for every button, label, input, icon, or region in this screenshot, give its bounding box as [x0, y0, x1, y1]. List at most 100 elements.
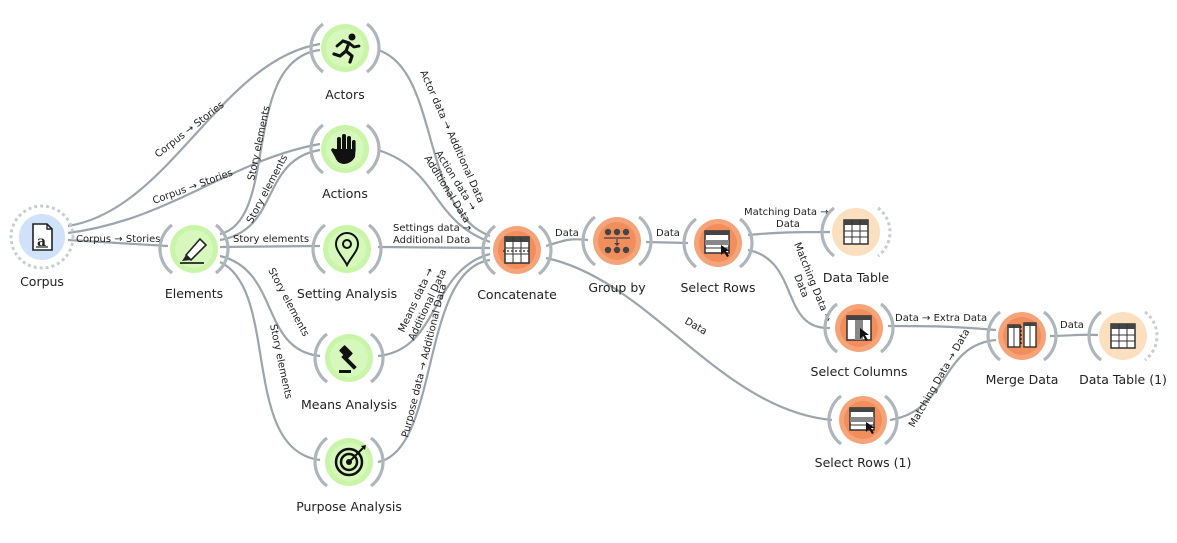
node-ring-left [309, 22, 325, 74]
link-label-merge-datatable1: Data [1060, 320, 1084, 331]
node-ring-left [820, 206, 836, 258]
node-label: Elements [165, 286, 223, 301]
node-inner [330, 339, 368, 377]
node-datatable1[interactable]: Data Table (1) [1079, 310, 1167, 387]
node-datatable[interactable]: Data Table [820, 206, 892, 285]
link-groupby-selectrows[interactable] [645, 240, 689, 245]
link-elements-purpose[interactable] [219, 261, 321, 462]
gavel-icon [339, 345, 357, 373]
link-actors-concat[interactable] [377, 48, 491, 238]
node-ring-left [313, 332, 329, 384]
node-ring-left [581, 215, 597, 267]
node-setting[interactable]: Setting Analysis [297, 223, 397, 301]
link-corpus-actions[interactable] [67, 142, 321, 235]
node-ring-right [1144, 310, 1159, 362]
link-concat-selectrows1[interactable] [545, 256, 833, 422]
link-elements-setting[interactable] [219, 244, 321, 249]
node-groupby[interactable]: Group by [581, 215, 653, 295]
link-elements-actions[interactable] [219, 148, 321, 242]
link-label-setting-concat-2: Additional Data [393, 235, 470, 246]
link-label-concat-groupby: Data [555, 228, 579, 239]
link-label-elements-setting: Story elements [233, 234, 309, 245]
link-elements-actors[interactable] [219, 48, 321, 236]
link-actions-concat[interactable] [377, 148, 491, 244]
node-label: Actions [322, 186, 368, 201]
node-ring-left [158, 223, 174, 275]
node-label: Select Rows (1) [815, 455, 912, 470]
link-selectrows-selectcolumns[interactable] [747, 248, 831, 330]
node-label: Corpus [20, 274, 64, 289]
link-label-setting-concat-1: Settings data → [393, 223, 471, 234]
link-purpose-concat[interactable] [377, 258, 491, 464]
node-label: Data Table [823, 270, 889, 285]
node-mergedata[interactable]: Merge Data [986, 310, 1059, 387]
link-setting-concat[interactable] [377, 245, 491, 250]
node-purpose[interactable]: Purpose Analysis [296, 436, 402, 514]
node-concatenate[interactable]: Concatenate [477, 224, 557, 302]
node-ring-right [214, 223, 230, 275]
node-selectrows[interactable]: Select Rows [680, 217, 756, 295]
table-icon [1110, 323, 1136, 349]
node-actions[interactable]: Actions [309, 123, 381, 201]
node-label: Purpose Analysis [296, 499, 402, 514]
link-elements-means[interactable] [219, 254, 321, 358]
node-label: Actors [325, 87, 364, 102]
node-ring-right [367, 223, 383, 275]
running-person-icon [332, 33, 361, 64]
link-selectcolumns-merge[interactable] [887, 324, 997, 332]
node-ring-left [827, 394, 843, 446]
node-ring-right [537, 224, 553, 276]
node-ring-right [877, 206, 892, 258]
link-label-selectrows-datatable-2: Data [776, 219, 800, 230]
highlighter-icon [180, 237, 208, 264]
table-icon [843, 219, 869, 245]
node-ring-left [481, 224, 497, 276]
concatenate-table-icon [503, 236, 531, 264]
node-inner [326, 29, 364, 67]
node-selectcolumns[interactable]: Select Columns [811, 302, 908, 379]
select-columns-icon [846, 315, 872, 341]
select-rows-icon [704, 230, 730, 257]
link-corpus-elements[interactable] [67, 238, 169, 248]
map-pin-icon [334, 232, 360, 268]
link-label-concat-selectrows1: Data [683, 316, 709, 337]
node-label: Data Table (1) [1079, 372, 1167, 387]
node-ring-right [637, 215, 653, 267]
link-label-selectrows-datatable-1: Matching Data → [744, 207, 829, 218]
link-label-selectrows1-merge: Matching Data → Data [907, 327, 972, 429]
node-ring-left [1087, 310, 1103, 362]
target-icon [334, 445, 366, 477]
node-ring-left [823, 302, 839, 354]
node-ring-right [369, 436, 385, 488]
node-means[interactable]: Means Analysis [301, 332, 397, 412]
link-selectrows-datatable[interactable] [747, 230, 831, 237]
node-corpus[interactable]: a Corpus [9, 204, 75, 289]
node-label: Concatenate [477, 287, 557, 302]
link-label-elements-actors: Story elements [246, 105, 273, 182]
link-label-selectcolumns-merge: Data → Extra Data [895, 313, 987, 324]
link-means-concat[interactable] [377, 252, 491, 358]
link-label-corpus-actors: Corpus → Stories [153, 100, 226, 161]
node-ring-left [986, 310, 1002, 362]
document-icon: a [32, 223, 53, 251]
node-ring-right [879, 302, 895, 354]
node-ring-left [313, 436, 329, 488]
svg-text:a: a [37, 234, 46, 250]
node-label: Select Rows [680, 280, 755, 295]
node-ring [9, 204, 75, 270]
link-selectrows1-merge[interactable] [889, 338, 997, 422]
node-elements[interactable]: Elements [158, 223, 230, 301]
link-corpus-actors[interactable] [67, 42, 321, 228]
link-label-corpus-elements: Corpus → Stories [76, 234, 160, 245]
node-ring-right [738, 217, 754, 269]
node-label: Merge Data [986, 372, 1059, 387]
hand-icon [331, 134, 356, 164]
node-label: Setting Analysis [297, 286, 397, 301]
node-label: Group by [588, 280, 646, 295]
select-rows-icon [849, 407, 875, 434]
node-ring-left [311, 223, 327, 275]
node-ring-left [682, 217, 698, 269]
node-selectrows1[interactable]: Select Rows (1) [815, 394, 912, 470]
node-actors[interactable]: Actors [309, 22, 381, 102]
